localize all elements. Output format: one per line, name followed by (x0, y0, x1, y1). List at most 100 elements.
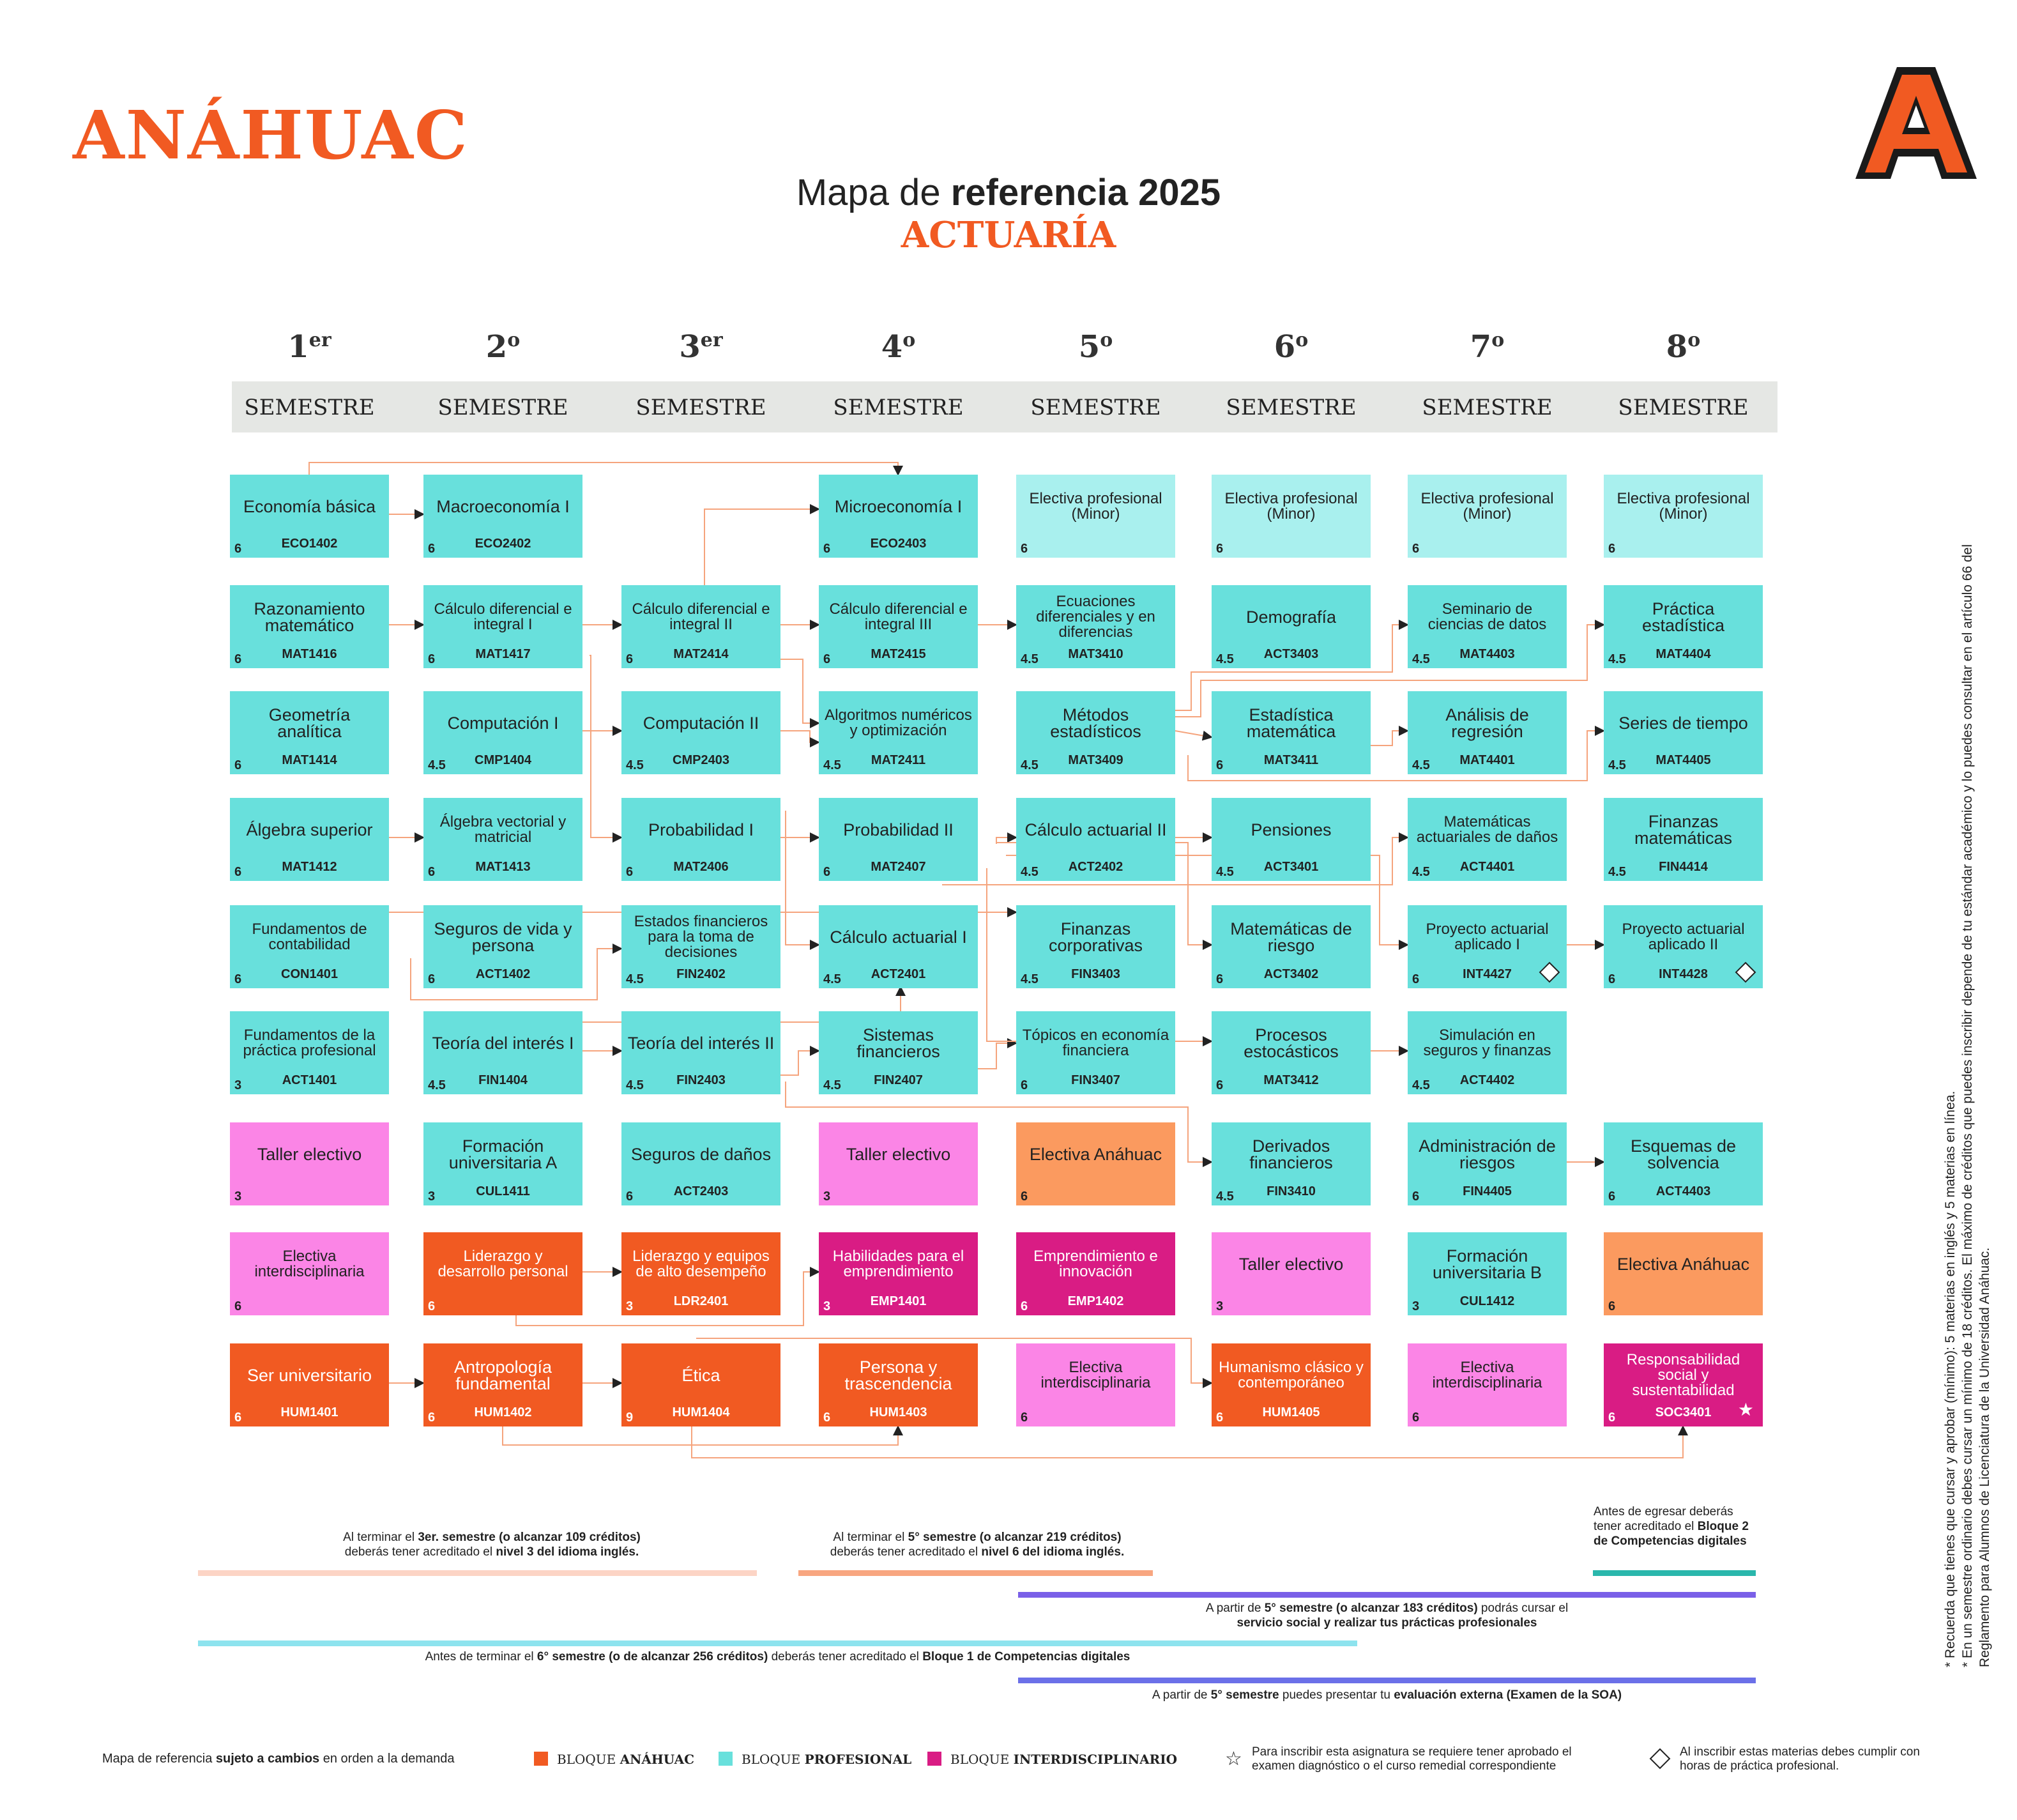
course-credits: 6 (1216, 758, 1224, 772)
course-credits: 3 (1216, 1299, 1224, 1313)
course-name: Esquemas de solvencia (1630, 1136, 1737, 1172)
course-code: ECO2403 (870, 537, 927, 551)
course-credits: 4.5 (626, 1078, 644, 1092)
course-code: FIN3403 (1071, 967, 1120, 981)
course-credits: 6 (1608, 542, 1616, 556)
connector-line (1175, 620, 1409, 711)
course-name: Electiva profesional (Minor) (1617, 490, 1750, 523)
course-credits: 4.5 (1021, 758, 1039, 772)
course-code: HUM1404 (672, 1405, 730, 1419)
course-code: ACT2401 (871, 967, 926, 981)
course-name: Ética (681, 1366, 720, 1385)
course-credits: 3 (234, 1078, 242, 1092)
star-icon: ☆ (1225, 1748, 1242, 1770)
connector-line (696, 1338, 1213, 1388)
course-name: Cálculo diferencial e integral I (434, 600, 572, 633)
diamond-icon (1539, 961, 1560, 983)
course-code: MAT2415 (871, 647, 926, 661)
course-credits: 6 (823, 1411, 831, 1425)
semester-number: 7o (1470, 329, 1505, 365)
semester-label: SEMESTRE (1030, 395, 1161, 420)
course-code: ACT3402 (1263, 967, 1319, 981)
course-name: Sistemas financieros (856, 1025, 940, 1061)
course-name: Cálculo actuarial I (830, 928, 967, 947)
course-credits: 6 (1021, 1411, 1028, 1425)
course-credits: 6 (428, 972, 436, 986)
course-name: Teoría del interés II (627, 1034, 775, 1053)
course-credits: 6 (1608, 1411, 1616, 1425)
course-name: Electiva Anáhuac (1617, 1255, 1750, 1274)
course-code: MAT3411 (1263, 753, 1319, 767)
anahuac-logo-icon (1855, 67, 1977, 179)
course-card: Electiva profesional (Minor) 6 (1604, 475, 1763, 558)
connector-line (785, 811, 820, 950)
course-code: MAT3410 (1068, 647, 1123, 661)
course-credits: 4.5 (1021, 972, 1039, 986)
course-name: Geometría analítica (268, 705, 351, 741)
semester-label: SEMESTRE (1422, 395, 1553, 420)
course-credits: 6 (1216, 1078, 1224, 1092)
course-name: Habilidades para el emprendimiento (832, 1248, 964, 1280)
course-credits: 4.5 (1216, 652, 1234, 666)
legend-star-note: Para inscribir esta asignatura se requie… (1252, 1745, 1572, 1773)
course-credits: 6 (428, 1411, 436, 1425)
note-soa-exam: A partir de 5° semestre puedes presentar… (1152, 1688, 1622, 1702)
course-credits: 3 (823, 1299, 831, 1313)
connector-line (785, 1082, 1213, 1167)
bar-english-level-6 (798, 1570, 1153, 1576)
course-credits: 4.5 (823, 1078, 841, 1092)
legend-anahuac: BLOQUE ANÁHUAC (557, 1752, 695, 1767)
course-credits: 4.5 (1412, 758, 1430, 772)
course-name: Electiva interdisciplinaria (254, 1248, 365, 1280)
course-credits: 9 (626, 1411, 634, 1425)
course-code: INT4428 (1659, 967, 1708, 981)
bar-soa-exam (1018, 1678, 1756, 1683)
course-credits: 6 (823, 542, 831, 556)
connector-line (1187, 726, 1605, 781)
course-credits: 6 (1021, 542, 1028, 556)
course-name: Seguros de daños (630, 1145, 772, 1164)
course-name: Probabilidad II (843, 820, 954, 839)
legend-anahuac-swatch (534, 1752, 548, 1766)
course-code: INT4427 (1463, 967, 1512, 981)
diamond-icon (1649, 1748, 1671, 1770)
course-code: MAT4403 (1459, 647, 1515, 661)
note-english-level-6: Al terminar el 5° semestre (o alcanzar 2… (830, 1531, 1125, 1559)
connector-line (308, 462, 903, 476)
course-name: Estadística matemática (1246, 705, 1336, 741)
course-credits: 4.5 (1412, 1078, 1430, 1092)
course-code: EMP1402 (1067, 1294, 1124, 1308)
course-name: Algoritmos numéricos y optimización (825, 707, 972, 739)
course-credits: 6 (428, 652, 436, 666)
course-credits: 6 (234, 865, 242, 879)
connector-line (1175, 730, 1213, 741)
course-name: Computación II (643, 714, 759, 733)
course-code: ACT4402 (1459, 1073, 1515, 1087)
course-name: Series de tiempo (1618, 714, 1748, 733)
course-code: ACT1401 (282, 1073, 337, 1087)
course-name: Proyecto actuarial aplicado II (1622, 921, 1745, 953)
side-notes: * Recuerda que tienes que cursar y aprob… (1942, 262, 1993, 1667)
course-card: Electiva profesional (Minor)6 (1016, 475, 1175, 558)
